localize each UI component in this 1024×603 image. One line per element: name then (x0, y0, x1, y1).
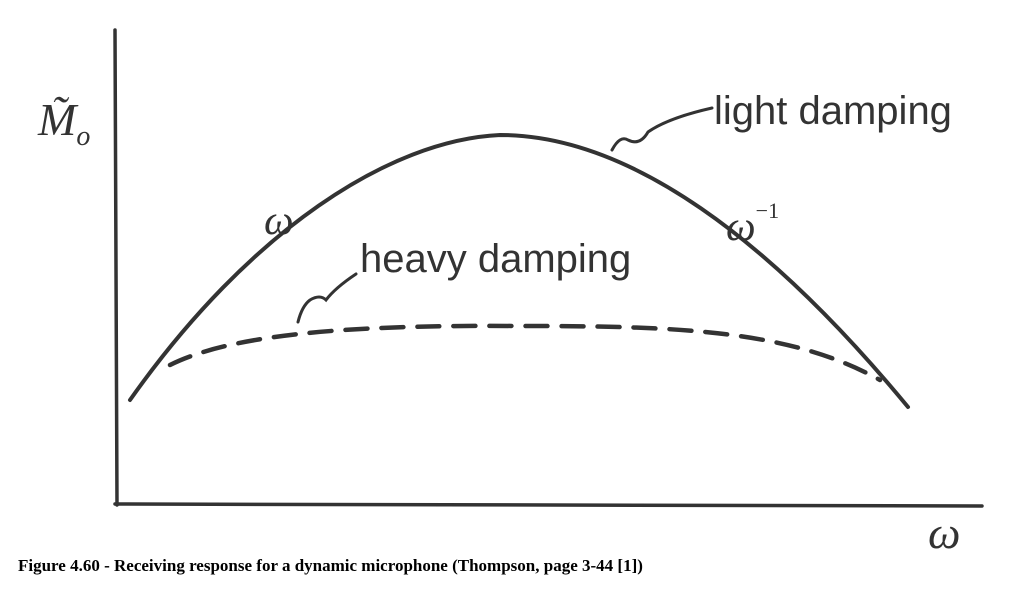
falling-slope-label: ω−1 (726, 198, 779, 250)
heavy-damping-leader (296, 272, 358, 324)
y-axis-subscript: o (76, 121, 90, 152)
heavy-damping-curve (167, 323, 883, 383)
x-axis-label: ω (928, 507, 960, 550)
falling-slope-exponent: −1 (756, 198, 779, 223)
response-diagram: M̃o ω light damping heavy damping ω ω−1 (37, 28, 984, 550)
heavy-damping-label: heavy damping (360, 237, 631, 281)
light-damping-leader (610, 106, 714, 152)
light-damping-label: light damping (714, 89, 952, 133)
figure-caption: Figure 4.60 - Receiving response for a d… (18, 556, 643, 575)
y-axis (113, 28, 119, 507)
y-axis-symbol: M̃ (37, 94, 79, 145)
x-axis (113, 502, 984, 508)
rising-slope-label: ω (264, 198, 294, 244)
falling-slope-base: ω (726, 204, 756, 250)
y-axis-label: M̃o (37, 94, 90, 152)
light-damping-curve (128, 132, 910, 409)
